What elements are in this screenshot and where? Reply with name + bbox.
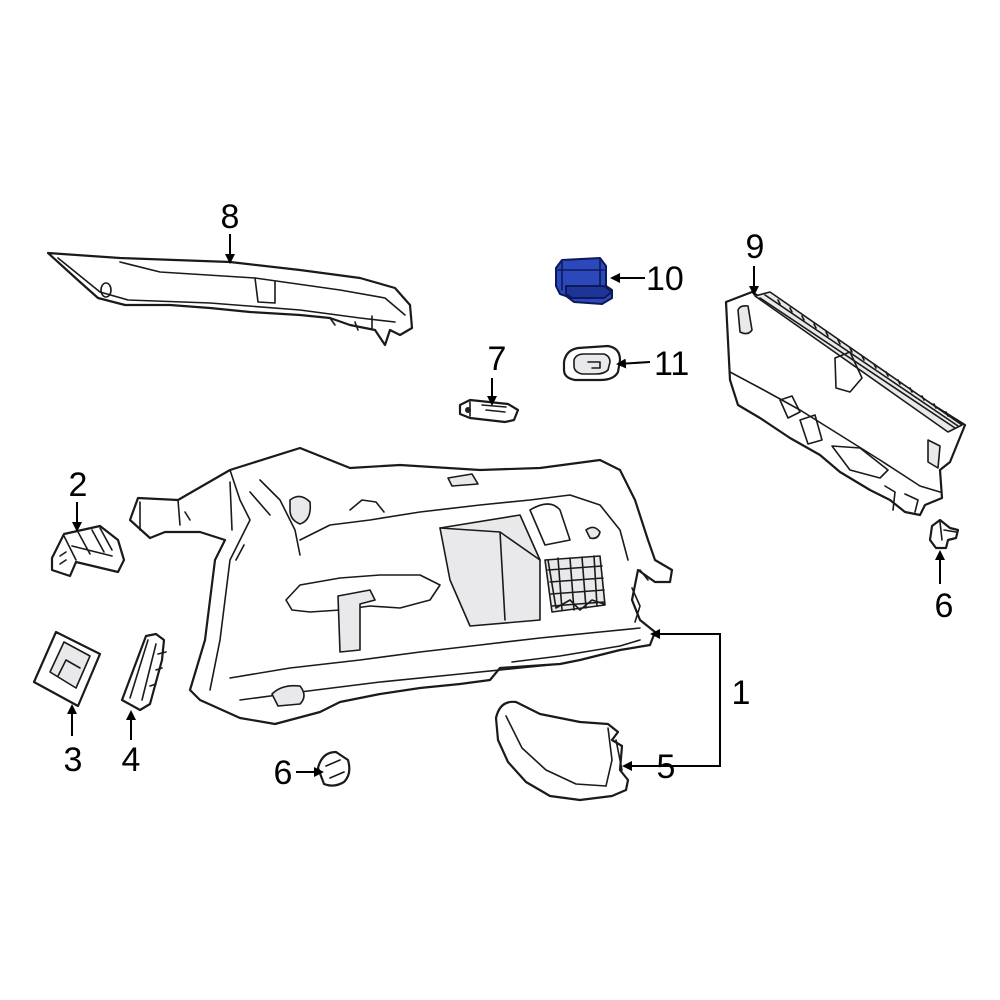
- callout-2: 2: [69, 466, 88, 504]
- callout-10: 10: [646, 260, 684, 298]
- callout-3: 3: [64, 741, 83, 779]
- callout-8: 8: [221, 198, 240, 236]
- part-6-fastener-right[interactable]: [928, 518, 960, 550]
- callout-4: 4: [122, 741, 141, 779]
- callout-5: 5: [657, 748, 676, 786]
- part-11-hook-bezel[interactable]: [562, 344, 622, 382]
- callout-1: 1: [732, 674, 751, 712]
- callouts: 8 10 11 7 9 6 2 3 4 6 1 5: [64, 198, 954, 792]
- leader-1-upper: [650, 629, 721, 692]
- part-1-side-trim-panel[interactable]: [128, 446, 674, 726]
- callout-9: 9: [746, 228, 765, 266]
- callout-6-right: 6: [935, 587, 954, 625]
- part-10-clip-highlighted[interactable]: [555, 257, 613, 305]
- leader-lines: [67, 234, 945, 777]
- leader-11: [616, 358, 651, 369]
- part-7-clip[interactable]: [458, 398, 520, 424]
- part-2-bracket[interactable]: [50, 524, 126, 578]
- part-5-lower-trim[interactable]: [494, 700, 630, 802]
- callout-6-bottom: 6: [274, 754, 293, 792]
- part-9-rear-panel[interactable]: [724, 290, 967, 517]
- part-6-fastener-bottom[interactable]: [316, 750, 351, 787]
- callout-11: 11: [654, 345, 689, 383]
- part-8-upper-trim[interactable]: [46, 251, 414, 347]
- callout-7: 7: [488, 340, 507, 378]
- part-3-cover[interactable]: [32, 630, 102, 708]
- part-4-strip[interactable]: [120, 632, 167, 712]
- leader-1-lower: [622, 692, 721, 771]
